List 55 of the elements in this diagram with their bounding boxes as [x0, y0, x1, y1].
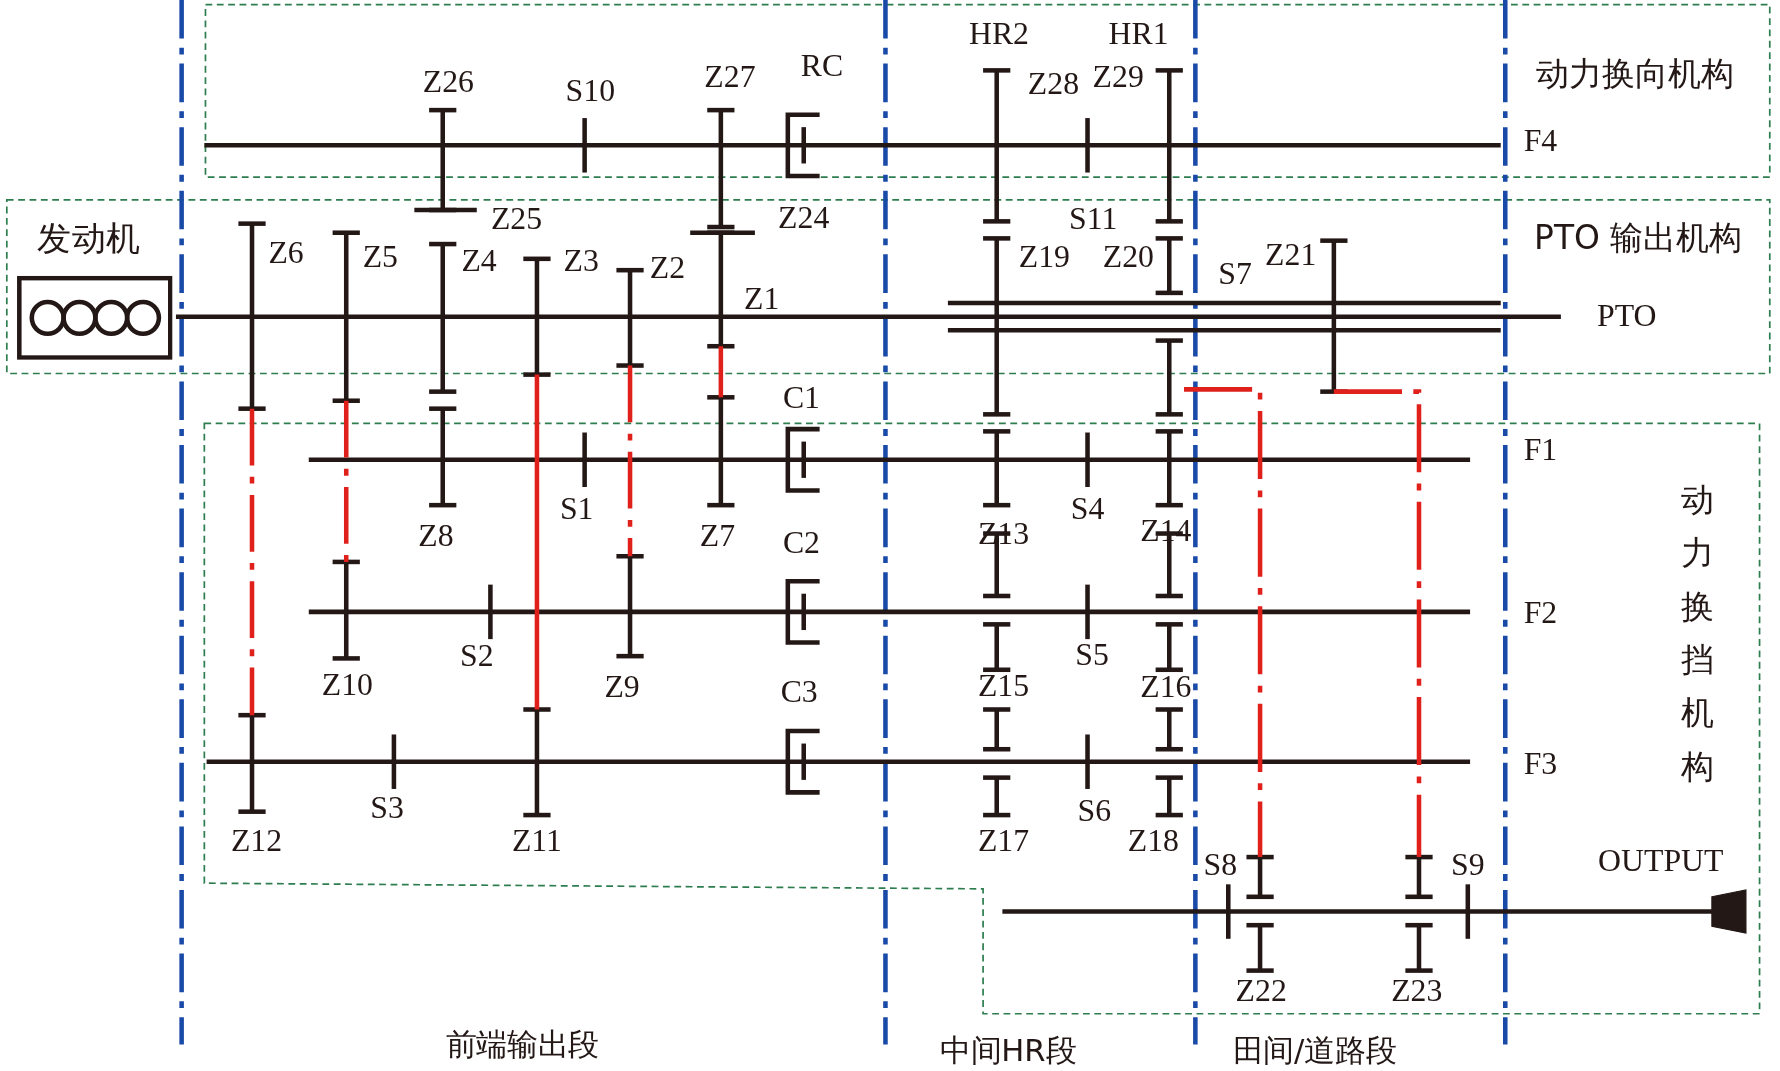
part-label: Z20	[1102, 240, 1154, 273]
part-label: Z27	[704, 61, 756, 94]
engine-heading: 发动机	[37, 221, 140, 256]
part-label: S9	[1451, 849, 1485, 881]
part-label: OUTPUT	[1598, 844, 1724, 877]
part-label: Z8	[418, 519, 454, 552]
part-label: Z9	[604, 670, 640, 703]
part-label: S8	[1203, 849, 1238, 881]
part-label: S1	[559, 492, 594, 525]
part-label: Z11	[511, 825, 562, 858]
part-label: C1	[782, 381, 820, 414]
part-label: Z4	[461, 245, 497, 277]
part-label: HR2	[968, 18, 1029, 50]
section-label: 田间/道路段	[1232, 1034, 1397, 1066]
part-label: HR1	[1108, 18, 1169, 50]
part-label: Z29	[1092, 61, 1144, 94]
part-label: Z7	[699, 519, 736, 552]
part-label: Z12	[230, 825, 283, 858]
part-label: F4	[1523, 124, 1558, 157]
part-label: Z19	[1018, 240, 1070, 273]
part-label: Z18	[1127, 825, 1179, 858]
part-label: Z1	[744, 282, 780, 315]
part-label: Z2	[649, 252, 686, 284]
part-label: Z10	[321, 668, 373, 701]
part-label: S7	[1218, 257, 1252, 290]
part-label: Z15	[977, 669, 1030, 702]
part-label: S11	[1069, 203, 1118, 235]
part-label: Z28	[1027, 68, 1080, 100]
part-label: F2	[1523, 597, 1558, 629]
part-label: F3	[1523, 748, 1558, 780]
part-label: Z24	[778, 202, 830, 234]
group-title: 动力换挡机构	[1680, 479, 1715, 788]
part-label: S5	[1075, 639, 1109, 671]
part-label: F1	[1523, 433, 1558, 466]
part-label: Z22	[1235, 975, 1287, 1007]
part-label: Z23	[1391, 975, 1443, 1007]
part-label: Z6	[268, 237, 304, 270]
part-label: C2	[782, 526, 820, 559]
part-label: S4	[1070, 492, 1105, 525]
part-label: S6	[1077, 794, 1112, 827]
part-label: S10	[565, 74, 616, 107]
part-label: S3	[370, 792, 404, 825]
part-label: Z26	[422, 65, 474, 98]
part-label: RC	[800, 49, 844, 82]
part-label: Z21	[1265, 238, 1317, 271]
part-label: Z3	[563, 245, 599, 277]
group-title: PTO 输出机构	[1534, 221, 1743, 255]
group-title: 动力换向机构	[1535, 57, 1734, 91]
part-label: Z17	[977, 825, 1030, 858]
part-label: Z25	[490, 203, 543, 235]
part-label: PTO	[1597, 299, 1657, 332]
part-label: Z5	[362, 240, 398, 273]
part-label: S2	[460, 640, 494, 673]
part-label: Z16	[1140, 670, 1192, 703]
part-label: C3	[780, 675, 818, 708]
